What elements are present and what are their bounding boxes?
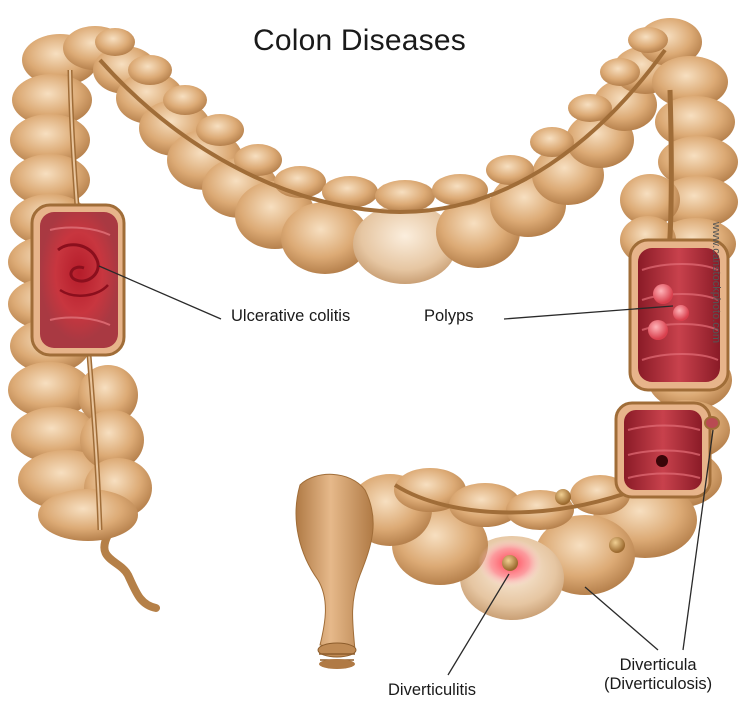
diverticulum-opening — [656, 455, 668, 467]
label-diverticula-line2: (Diverticulosis) — [604, 675, 712, 694]
polyp-2 — [673, 305, 689, 321]
leader-diverticula-1 — [585, 587, 658, 650]
label-diverticula-line1: Diverticula — [604, 656, 712, 675]
diverticulum-pouch — [705, 417, 719, 429]
label-ulcerative-colitis: Ulcerative colitis — [231, 307, 350, 326]
diverticulitis-site — [478, 539, 542, 587]
watermark: www.canstockphoto.com — [710, 222, 722, 343]
diverticula-lesion — [616, 403, 719, 497]
label-diverticula: Diverticula (Diverticulosis) — [604, 656, 712, 694]
polyp-3 — [648, 320, 668, 340]
label-polyps: Polyps — [424, 307, 474, 326]
label-diverticulitis: Diverticulitis — [388, 681, 476, 700]
appendix — [104, 535, 156, 608]
polyp-1 — [653, 284, 673, 304]
page-title: Colon Diseases — [253, 24, 466, 58]
rectum — [296, 474, 373, 669]
ulcerative-colitis-lesion — [32, 205, 124, 355]
